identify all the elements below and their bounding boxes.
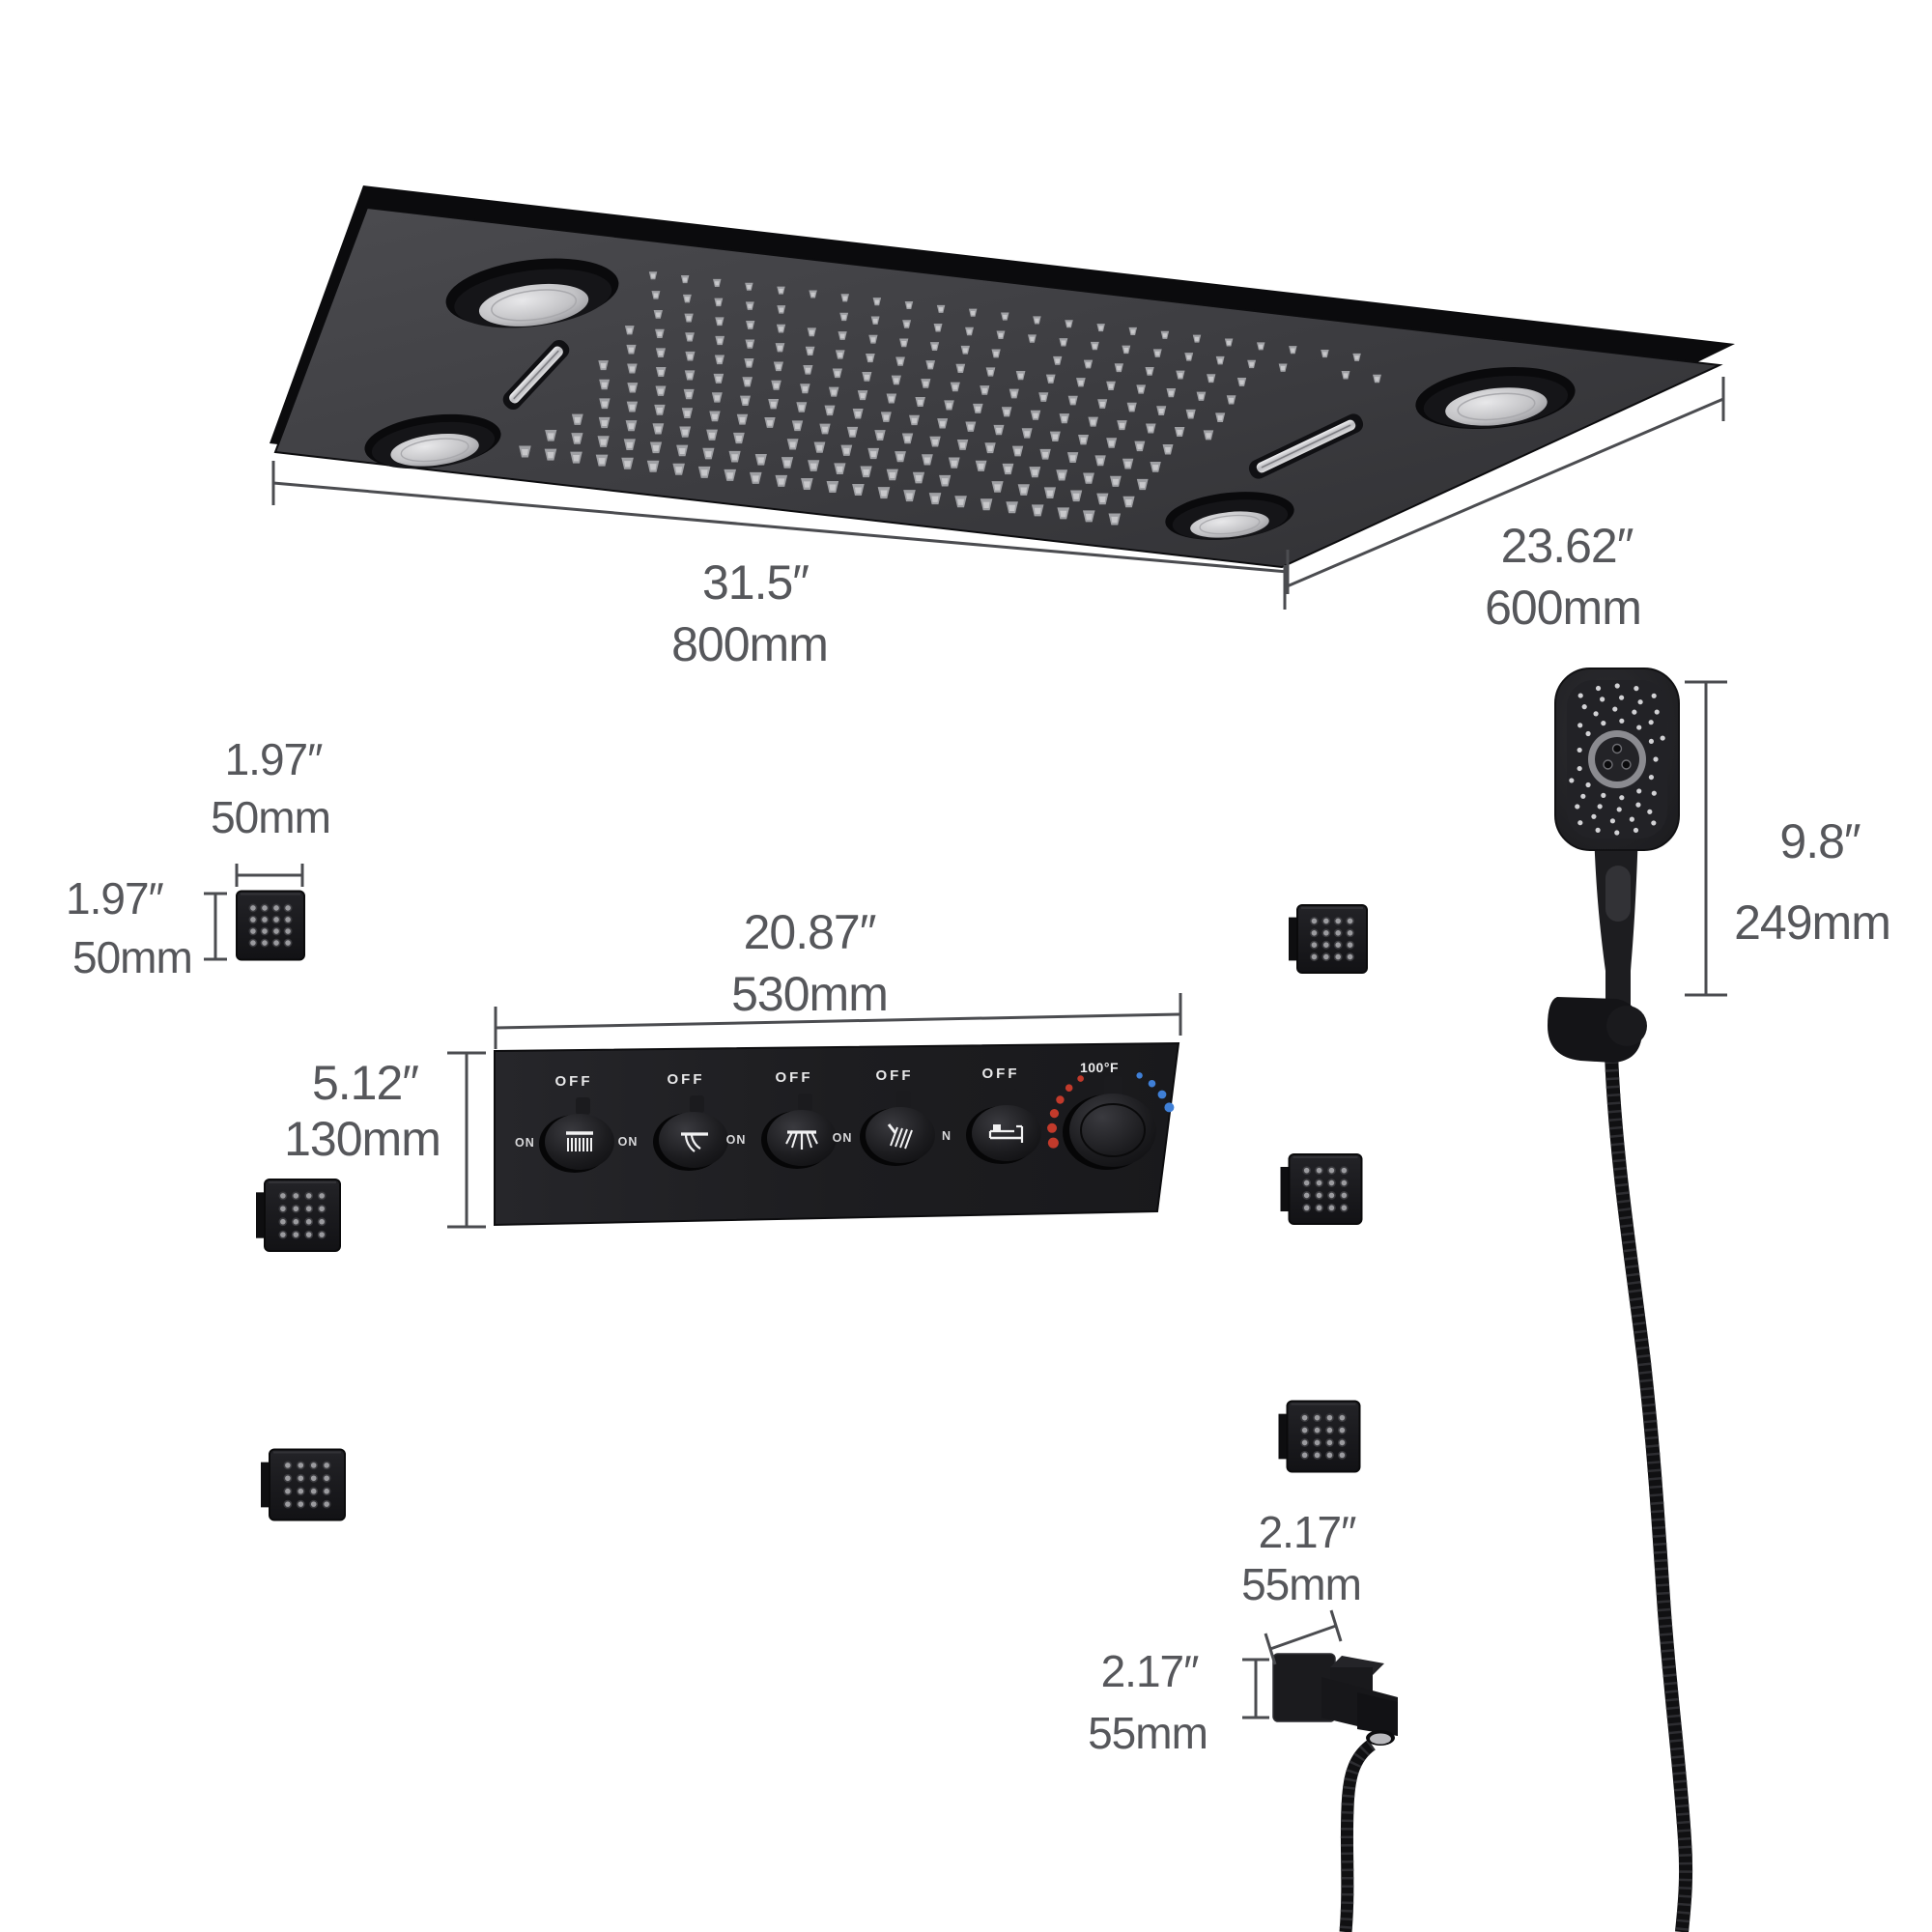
tub-spout-outlet [1370, 1733, 1391, 1745]
nozzle-field [519, 271, 1381, 526]
spray-hole [1621, 759, 1632, 770]
hand-shower-center-disc [1595, 737, 1639, 781]
panel-depth-inch: 23.62″ [1501, 519, 1634, 573]
knob-off-label: OFF [668, 1071, 705, 1088]
valve-width-inch: 20.87″ [744, 905, 876, 959]
panel-light [1165, 492, 1294, 540]
waterfall-slot [502, 339, 570, 411]
jet-width-inch: 1.97″ [225, 734, 324, 784]
body-jet [261, 1448, 346, 1521]
valve-knob-hand-shower[interactable] [860, 1091, 935, 1166]
tub-spout-tip [1357, 1692, 1398, 1736]
tub-height-mm: 55mm [1088, 1708, 1208, 1758]
hand-shower-height-mm: 249mm [1734, 895, 1890, 950]
valve-height-inch: 5.12″ [312, 1056, 418, 1110]
body-jets [236, 890, 1368, 1521]
waterfall-icon [681, 1132, 708, 1152]
jet-height-inch: 1.97″ [66, 873, 164, 923]
temperature-cold-dots [1136, 1072, 1175, 1113]
hand-shower-height-inch: 9.8″ [1779, 814, 1861, 868]
panel-depth-mm: 600mm [1485, 581, 1641, 635]
knob-on-label: ON [726, 1133, 747, 1147]
knob-off-label: OFF [982, 1065, 1020, 1082]
jet-width-mm: 50mm [211, 792, 330, 842]
ceiling-shower-panel [270, 185, 1735, 569]
panel-light [364, 413, 501, 469]
jet-height-mm: 50mm [72, 932, 192, 982]
hose-ripples [1605, 1052, 1693, 1932]
panel-face [273, 206, 1723, 569]
waterfall-slot [1248, 413, 1364, 479]
hand-shower-speckles [1569, 683, 1665, 836]
tub-width-dimension [1264, 1609, 1343, 1665]
body-jet [1280, 1153, 1363, 1225]
knob-off-label: OFF [876, 1067, 914, 1084]
valve-on-left-label: ON [515, 1136, 535, 1150]
valve-height-dimension [447, 1051, 486, 1229]
body-jet [256, 1179, 341, 1252]
knob-off-label: OFF [776, 1069, 813, 1086]
hand-shower [1548, 668, 1693, 1932]
body-jet [236, 890, 305, 961]
jet-width-dimension [235, 864, 304, 887]
tub-width-mm: 55mm [1241, 1559, 1361, 1609]
valve-width-mm: 530mm [731, 967, 888, 1021]
temp-max-label: 100°F [1080, 1060, 1119, 1075]
valve-knob-curtain[interactable] [761, 1094, 837, 1169]
jet-height-dimension [204, 892, 227, 961]
knob-on-label: N [942, 1129, 952, 1143]
hand-shower-icon [887, 1123, 913, 1150]
spray-hole [1611, 743, 1623, 754]
knob-on-label: ON [833, 1131, 853, 1145]
valve-knob-rain[interactable] [539, 1097, 614, 1173]
panel-width-mm: 800mm [671, 617, 828, 671]
valve-knob-tub[interactable] [966, 1089, 1041, 1164]
panel-depth-dimension [1283, 377, 1725, 610]
panel-light [445, 258, 619, 328]
tub-height-dimension [1242, 1658, 1269, 1719]
panel-light [1415, 366, 1576, 430]
body-jet [1278, 1400, 1361, 1473]
panel-width-inch: 31.5″ [702, 555, 809, 610]
knob-off-label: OFF [555, 1073, 593, 1090]
hand-shower-height-dimension [1685, 680, 1727, 997]
valve-width-dimension [494, 993, 1182, 1049]
tub-spout [1272, 1653, 1398, 1932]
tub-width-inch: 2.17″ [1259, 1507, 1357, 1557]
hose-ripples [1339, 1739, 1377, 1932]
spray-hole [1603, 759, 1613, 770]
valve-height-mm: 130mm [284, 1112, 440, 1166]
valve-knob-waterfall[interactable] [653, 1095, 728, 1171]
rain-shower-icon [566, 1131, 593, 1151]
valve-knob-temperature[interactable] [1063, 1076, 1156, 1170]
temperature-hot-dots [1047, 1075, 1084, 1149]
thermostatic-valve-panel: ON [494, 1041, 1180, 1227]
holder-knuckle [1606, 1006, 1647, 1046]
knob-on-label: ON [618, 1135, 639, 1149]
hand-shower-handle [1594, 831, 1638, 1012]
tub-height-inch: 2.17″ [1101, 1646, 1200, 1696]
body-jet [1289, 904, 1368, 974]
hand-shower-button[interactable] [1605, 866, 1631, 922]
tub-spout-icon [988, 1124, 1024, 1143]
curtain-spray-icon [785, 1130, 818, 1150]
